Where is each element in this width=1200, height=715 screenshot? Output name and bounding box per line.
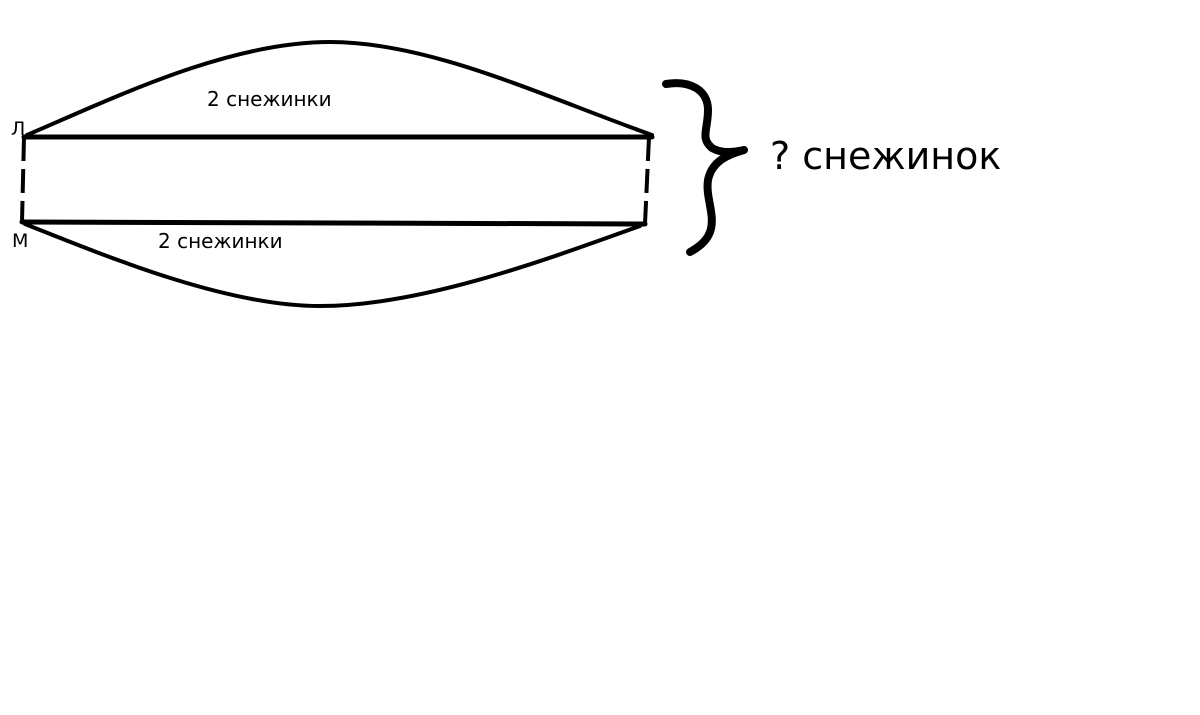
point-label-top: Л (11, 118, 25, 140)
right-dashed-connector (643, 136, 651, 225)
top-segment-label: 2 снежинки (207, 87, 332, 111)
top-arc (25, 39, 654, 137)
total-question-label: ? снежинок (770, 134, 1001, 178)
left-dashed-connector (20, 136, 26, 223)
point-label-bottom: М (12, 230, 28, 252)
right-curly-brace (662, 79, 748, 256)
bottom-arc (23, 222, 642, 309)
bottom-segment-label: 2 снежинки (158, 229, 283, 253)
bottom-segment-line (19, 219, 648, 227)
